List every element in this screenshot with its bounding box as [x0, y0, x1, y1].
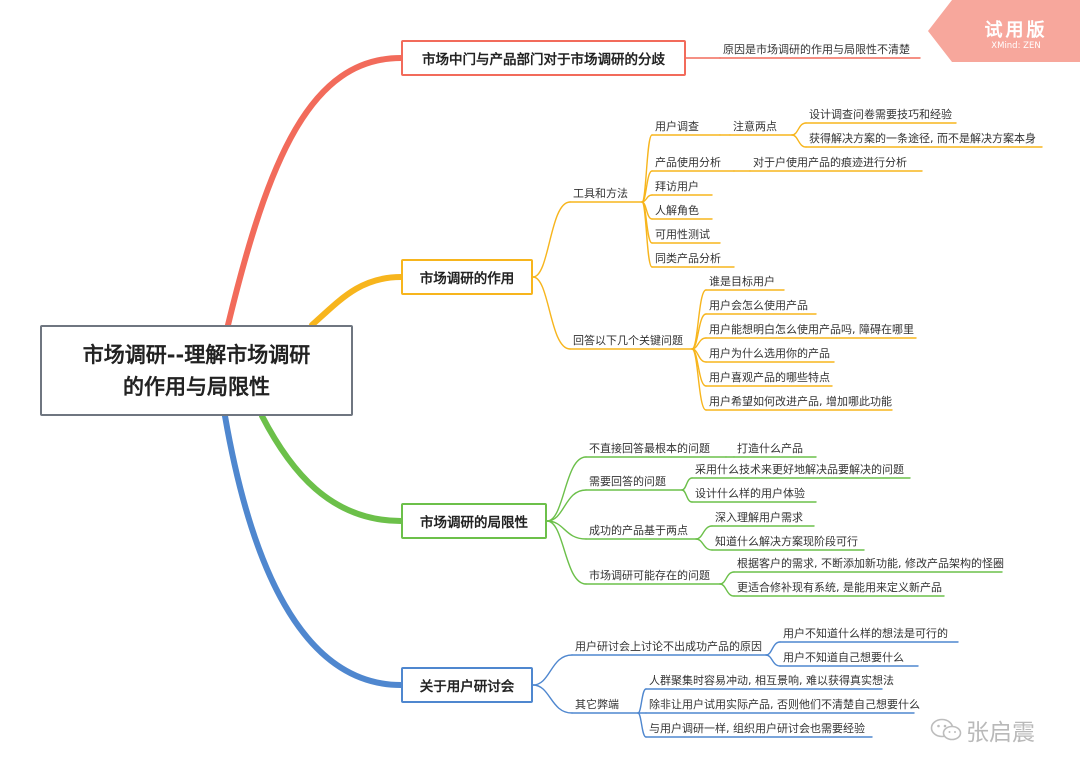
- topic-one-path[interactable]: 获得解决方案的一条途径, 而不是解决方案本身: [809, 131, 1036, 145]
- connector-line: [695, 538, 713, 551]
- topic-tool-1[interactable]: 产品使用分析: [655, 155, 721, 169]
- topic-key-questions[interactable]: 回答以下几个关键问题: [573, 333, 683, 347]
- topic-limit-1[interactable]: 需要回答的问题: [589, 474, 666, 488]
- connector-line: [691, 289, 707, 350]
- connector-line: [546, 489, 587, 522]
- topic-reason-unclear[interactable]: 原因是市场调研的作用与局限性不清楚: [723, 42, 910, 56]
- topic-tech-choice[interactable]: 采用什么技术来更好地解决品要解决的问题: [695, 462, 904, 476]
- connector-line: [695, 525, 713, 540]
- topic-tool-2[interactable]: 拜访用户: [655, 179, 699, 193]
- topic-question-1[interactable]: 用户会怎么使用产品: [709, 298, 808, 312]
- connector-line: [681, 477, 693, 491]
- topic-not-know-feasible[interactable]: 用户不知道什么样的想法是可行的: [783, 626, 948, 640]
- connector-line: [532, 654, 573, 686]
- chat-bubble-icon: [930, 718, 962, 741]
- connector-line: [791, 122, 807, 136]
- connector-line: [765, 641, 781, 656]
- topic-tool-5[interactable]: 同类产品分析: [655, 251, 721, 265]
- connector-line: [532, 276, 571, 350]
- topic-drawback-2[interactable]: 与用户调研一样, 组织用户研讨会也需要经验: [649, 721, 865, 735]
- topic-limit-0[interactable]: 不直接回答最根本的问题: [589, 441, 710, 455]
- root-topic-line-2: 的作用与局限性: [123, 374, 270, 399]
- connector-line: [641, 134, 653, 203]
- topic-feature-creep[interactable]: 根据客户的需求, 不断添加新功能, 修改产品架构的怪圈: [737, 556, 1004, 570]
- topic-feasible-solution[interactable]: 知道什么解决方案现阶段可行: [715, 534, 858, 548]
- connector-line: [641, 201, 653, 268]
- topic-limit-2[interactable]: 成功的产品基于两点: [589, 523, 688, 537]
- trial-label: 试用版: [984, 20, 1048, 41]
- connector-line: [637, 712, 647, 738]
- connector-line: [546, 456, 587, 522]
- connector-line: [719, 571, 735, 585]
- topic-understand-needs[interactable]: 深入理解用户需求: [715, 510, 803, 524]
- topic-limit-3[interactable]: 市场调研可能存在的问题: [589, 568, 710, 582]
- trunk-green: [259, 413, 404, 524]
- connector-line: [546, 520, 587, 585]
- topic-tool-0[interactable]: 用户调查: [655, 119, 699, 133]
- topic-drawback-1[interactable]: 除非让用户试用实际产品, 否则他们不清楚自己想要什么: [649, 697, 920, 711]
- topic-ux-design[interactable]: 设计什么样的用户体验: [695, 486, 805, 500]
- topic-tool-4[interactable]: 可用性测试: [655, 227, 710, 241]
- topic-two-points[interactable]: 注意两点: [733, 119, 777, 133]
- topic-tool-3[interactable]: 人解角色: [655, 203, 699, 217]
- topic-question-3[interactable]: 用户为什么选用你的产品: [709, 346, 830, 360]
- connector-line: [637, 688, 647, 714]
- connector-line: [681, 489, 693, 503]
- topic-question-2[interactable]: 用户能想明白怎么使用产品吗, 障碍在哪里: [709, 322, 914, 336]
- topic-question-0[interactable]: 谁是目标用户: [709, 274, 775, 288]
- topic-other-drawbacks[interactable]: 其它弊端: [575, 697, 619, 711]
- topic-question-5[interactable]: 用户希望如何改进产品, 增加哪此功能: [709, 394, 892, 408]
- branch-role-of-market-research[interactable]: 市场调研的作用: [401, 259, 533, 295]
- author-watermark: 张启震: [966, 720, 1035, 746]
- connector-line: [765, 654, 781, 667]
- trunk-orange: [309, 274, 404, 328]
- topic-tools-and-methods[interactable]: 工具和方法: [573, 186, 628, 200]
- trial-watermark-shape: [928, 0, 1080, 62]
- topic-what-to-build[interactable]: 打造什么产品: [737, 441, 803, 455]
- topic-questionnaire-skill[interactable]: 设计调查问卷需要技巧和经验: [809, 107, 952, 121]
- trunk-blue: [222, 413, 404, 688]
- branch-limits-of-market-research[interactable]: 市场调研的局限性: [401, 503, 547, 539]
- topic-drawback-0[interactable]: 人群聚集时容易冲动, 相互景响, 难以获得真实想法: [649, 673, 894, 687]
- connector-line: [532, 201, 571, 278]
- connector-line: [791, 134, 807, 148]
- connector-line: [691, 348, 707, 411]
- topic-workshop-failure-reason[interactable]: 用户研讨会上讨论不出成功产品的原因: [575, 639, 762, 653]
- topic-not-know-want[interactable]: 用户不知道自己想要什么: [783, 650, 904, 664]
- trial-sublabel: XMind: ZEN: [991, 41, 1041, 51]
- connector-line: [719, 583, 735, 597]
- topic-question-4[interactable]: 用户喜观产品的哪些特点: [709, 370, 830, 384]
- root-topic-line-1: 市场调研--理解市场调研: [82, 342, 311, 367]
- connector-line: [532, 684, 573, 714]
- root-topic[interactable]: 市场调研--理解市场调研 的作用与局限性: [40, 325, 353, 416]
- branch-user-workshops[interactable]: 关于用户研讨会: [401, 667, 533, 703]
- topic-patch-systems[interactable]: 更适合修补现有系统, 是能用来定义新产品: [737, 580, 942, 594]
- branch-market-vs-product-divergence[interactable]: 市场中门与产品部门对于市场调研的分歧: [401, 40, 686, 76]
- topic-usage-trace[interactable]: 对于户使用产品的痕迹进行分析: [753, 155, 907, 169]
- trunk-red: [225, 55, 404, 328]
